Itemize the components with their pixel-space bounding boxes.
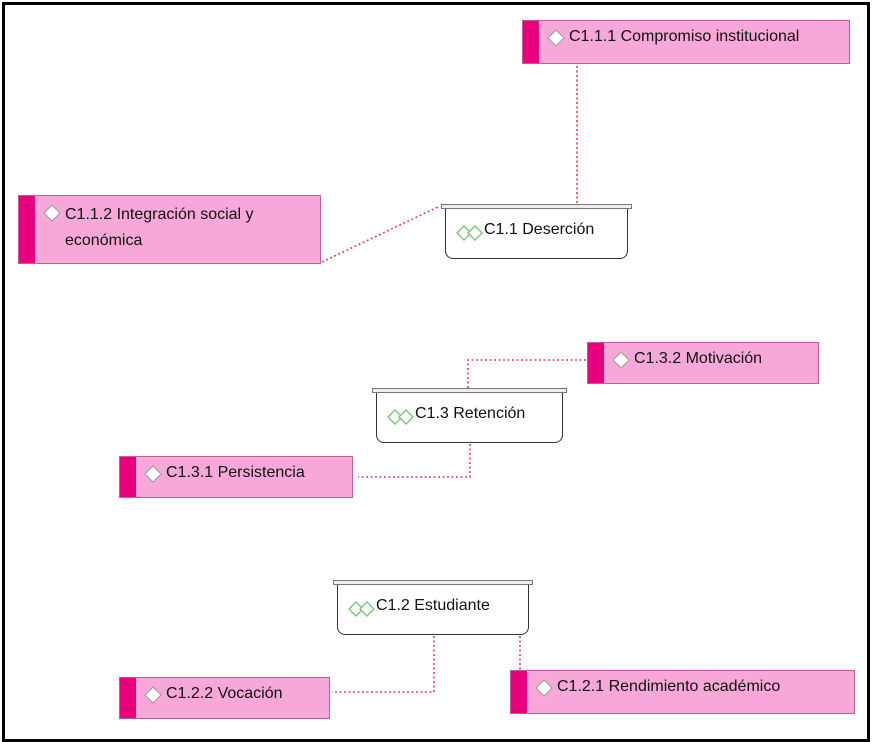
diamond-icon bbox=[144, 686, 162, 704]
diamond-icon bbox=[547, 29, 565, 47]
code-label: C1.2.2 Vocación bbox=[166, 685, 283, 702]
code-color-bar bbox=[588, 343, 604, 383]
category-label: C1.3 Retención bbox=[415, 405, 526, 422]
code-label: C1.1.2 Integración social y económica bbox=[65, 206, 254, 249]
category-tab bbox=[372, 388, 567, 393]
category-label: C1.1 Deserción bbox=[484, 221, 595, 238]
category-retencion[interactable]: C1.3 Retención bbox=[372, 388, 567, 443]
code-label: C1.2.1 Rendimiento académico bbox=[557, 678, 781, 695]
category-label: C1.2 Estudiante bbox=[376, 597, 490, 614]
diamond-icon bbox=[612, 351, 630, 369]
double-diamond-icon bbox=[348, 601, 376, 622]
code-color-bar bbox=[511, 671, 527, 713]
code-persistencia[interactable]: C1.3.1 Persistencia bbox=[119, 456, 353, 498]
category-estudiante[interactable]: C1.2 Estudiante bbox=[333, 580, 533, 635]
category-tab bbox=[333, 580, 533, 585]
diamond-icon bbox=[144, 465, 162, 483]
code-color-bar bbox=[120, 678, 136, 718]
code-label: C1.3.2 Motivación bbox=[634, 350, 763, 367]
category-desercion[interactable]: C1.1 Deserción bbox=[441, 204, 632, 259]
double-diamond-icon bbox=[456, 225, 484, 246]
code-color-bar bbox=[120, 457, 136, 497]
category-tab bbox=[441, 204, 632, 209]
code-rendimiento-academico[interactable]: C1.2.1 Rendimiento académico bbox=[510, 670, 855, 714]
code-label: C1.1.1 Compromiso institucional bbox=[569, 28, 800, 45]
code-motivacion[interactable]: C1.3.2 Motivación bbox=[587, 342, 819, 384]
diamond-icon bbox=[535, 679, 553, 697]
code-integracion-social[interactable]: C1.1.2 Integración social y económica bbox=[18, 195, 321, 264]
double-diamond-icon bbox=[387, 409, 415, 430]
code-vocacion[interactable]: C1.2.2 Vocación bbox=[119, 677, 330, 719]
code-compromiso-institucional[interactable]: C1.1.1 Compromiso institucional bbox=[522, 20, 850, 64]
code-label: C1.3.1 Persistencia bbox=[166, 464, 305, 481]
diamond-icon bbox=[43, 204, 61, 222]
code-color-bar bbox=[523, 21, 539, 63]
code-color-bar bbox=[19, 196, 35, 263]
